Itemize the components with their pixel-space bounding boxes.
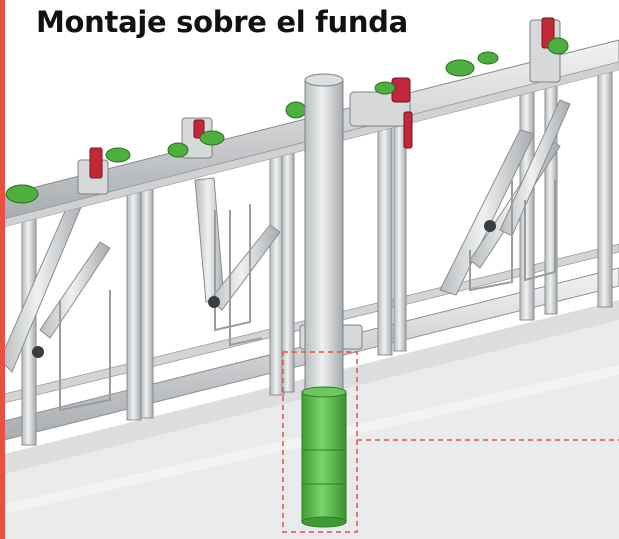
red-locks: [89, 17, 555, 179]
vertical-bars: [21, 71, 613, 446]
center-post: [304, 73, 344, 401]
green-handles: [5, 37, 569, 204]
page-title: Montaje sobre el funda: [36, 5, 408, 39]
green-sleeve: [301, 386, 347, 528]
yoke-arms: [0, 99, 571, 373]
hinge-knobs: [32, 220, 496, 358]
wire-loops: [59, 180, 556, 412]
detail-highlight: [282, 351, 619, 533]
left-accent-bar-overlay: [0, 0, 5, 539]
